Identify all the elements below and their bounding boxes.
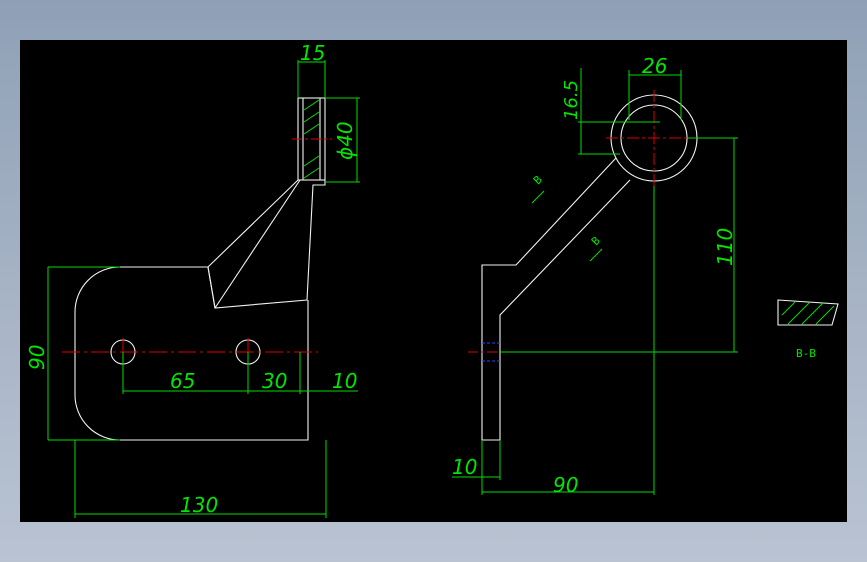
cad-drawing: 15 ϕ40 90 65 30 10 130 B B bbox=[25, 41, 839, 518]
dim-90-right: 90 bbox=[553, 473, 578, 497]
dim-diameter-40: ϕ40 bbox=[333, 121, 357, 160]
section-mark-2 bbox=[589, 248, 603, 262]
dim-10-left: 10 bbox=[332, 369, 357, 393]
dim-65: 65 bbox=[170, 369, 195, 393]
dim-15: 15 bbox=[300, 41, 325, 65]
dim-90: 90 bbox=[25, 345, 49, 370]
section-outline bbox=[777, 299, 839, 326]
dim-16-5: 16.5 bbox=[561, 80, 582, 120]
section-letter-2: B bbox=[589, 234, 603, 248]
dim-130: 130 bbox=[180, 493, 218, 517]
left-hub-hatch bbox=[303, 99, 320, 179]
section-b-b: B-B bbox=[777, 299, 839, 360]
dim-26: 26 bbox=[642, 54, 667, 78]
section-letter-1: B bbox=[531, 173, 545, 187]
dim-10-right: 10 bbox=[452, 455, 477, 479]
section-label: B-B bbox=[796, 347, 816, 360]
right-arm-outline bbox=[481, 157, 631, 441]
left-plate-outline bbox=[120, 179, 326, 309]
left-rib-line bbox=[214, 179, 301, 309]
dim-30: 30 bbox=[262, 369, 287, 393]
cad-drawing-canvas: 15 ϕ40 90 65 30 10 130 B B bbox=[20, 40, 847, 522]
section-mark-1 bbox=[531, 190, 545, 204]
dim-110: 110 bbox=[713, 228, 737, 266]
section-hatch bbox=[781, 301, 835, 325]
left-rib-edge bbox=[207, 266, 216, 309]
right-view: B B 26 16.5 110 10 90 bbox=[452, 54, 738, 497]
left-plate-body bbox=[74, 266, 309, 441]
left-view: 15 ϕ40 90 65 30 10 130 bbox=[25, 41, 360, 518]
